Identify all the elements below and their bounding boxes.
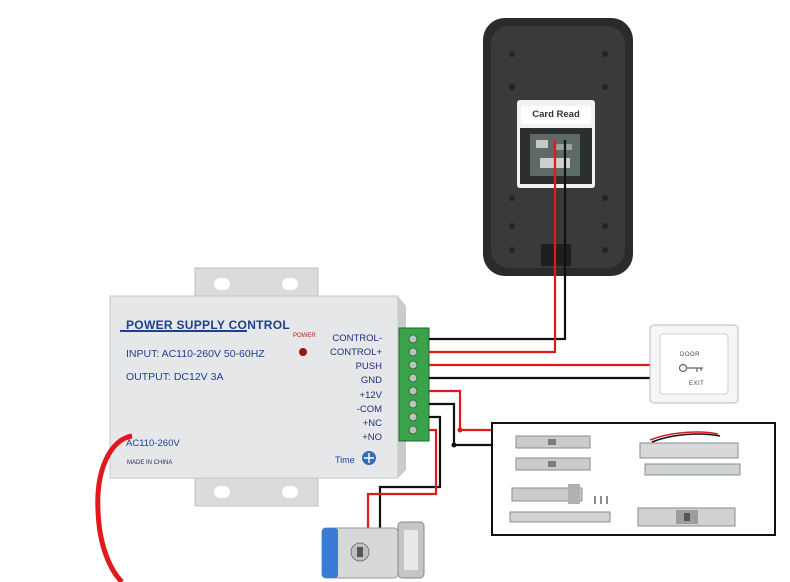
psu-ac-label: AC110-260V	[126, 438, 180, 449]
terminal-label: +NO	[362, 432, 382, 443]
lock-options-panel	[491, 422, 776, 536]
psu-input-spec: INPUT: AC110-260V 50-60HZ	[126, 348, 265, 360]
psu-made-in: MADE IN CHINA	[127, 460, 173, 466]
card-reader	[483, 18, 633, 276]
terminal-label: GND	[360, 375, 382, 386]
exit-button-exit-text: EXIT	[689, 381, 705, 387]
wires	[366, 140, 650, 530]
psu-power-led-label: POWER	[293, 333, 316, 339]
terminal-label: CONTROL-	[332, 333, 382, 344]
card-reader-label: Card Read	[521, 106, 591, 124]
psu-output-spec: OUTPUT: DC12V 3A	[126, 371, 224, 383]
exit-button-door-text: DOOR	[680, 352, 700, 358]
psu-title: POWER SUPPLY CONTROL	[126, 318, 291, 332]
psu-time-label: Time	[335, 455, 355, 465]
terminal-label: PUSH	[355, 361, 382, 372]
exit-button	[649, 324, 739, 404]
terminal-label: CONTROL+	[330, 347, 382, 358]
terminal-label: +12V	[359, 390, 382, 401]
terminal-label: -COM	[356, 404, 382, 415]
terminal-label: +NC	[362, 418, 382, 429]
ac-power-cable	[95, 433, 133, 582]
power-supply	[109, 267, 430, 507]
electric-lock	[321, 521, 425, 579]
